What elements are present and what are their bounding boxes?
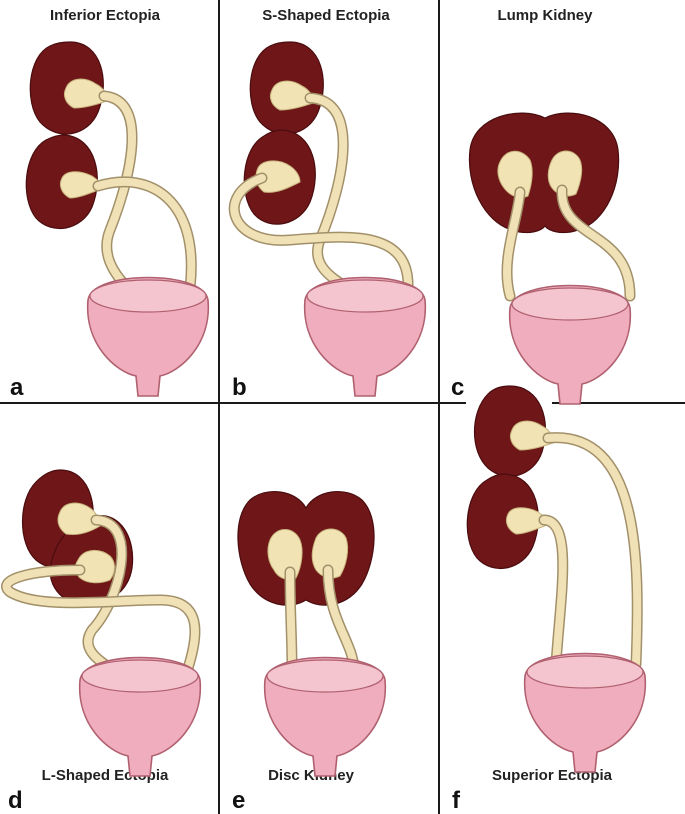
panel-lump-kidney: Lump Kidney c <box>451 7 636 405</box>
kidney-illustration-b <box>228 41 427 397</box>
kidney-illustration-f <box>466 385 647 773</box>
panel-letter-e: e <box>232 787 245 814</box>
panel-title-e: Disc Kidney <box>268 767 355 784</box>
panel-disc-kidney: Disc Kidney e <box>232 491 387 814</box>
kidney-illustration-c <box>468 112 636 405</box>
panel-letter-b: b <box>232 374 247 401</box>
panel-letter-a: a <box>10 374 24 401</box>
kidney-illustration-d <box>1 469 202 777</box>
panel-inferior-ectopia: Inferior Ectopia a <box>10 7 210 401</box>
panel-letter-c: c <box>451 374 464 401</box>
panel-letter-d: d <box>8 787 23 814</box>
kidney-illustration-e <box>237 491 387 777</box>
panel-letter-f: f <box>452 787 461 814</box>
panel-title-b: S-Shaped Ectopia <box>262 7 390 24</box>
panel-superior-ectopia: Superior Ectopia f <box>452 385 647 814</box>
kidney-illustration-a <box>25 41 210 397</box>
panel-s-shaped-ectopia: S-Shaped Ectopia b <box>228 7 427 401</box>
panel-title-a: Inferior Ectopia <box>50 7 161 24</box>
panel-title-c: Lump Kidney <box>497 7 593 24</box>
panel-l-shaped-ectopia: L-Shaped Ectopia d <box>1 469 202 814</box>
